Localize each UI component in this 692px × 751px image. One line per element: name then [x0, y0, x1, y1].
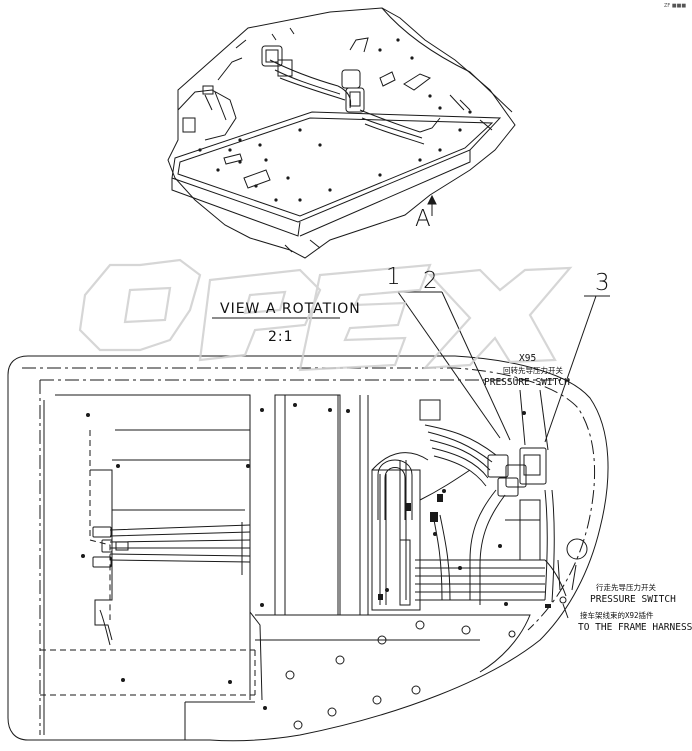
view-scale: 2:1	[268, 329, 294, 345]
callout-3: 3	[595, 270, 610, 296]
callout-1: 1	[386, 264, 401, 290]
frame-harness-label-en: TO THE FRAME HARNESS	[578, 622, 692, 633]
x95-ref: X95	[519, 353, 537, 364]
view-title: VIEW A ROTATION	[220, 301, 361, 317]
x95-label-en: PRESSURE SWITCH	[484, 377, 570, 388]
view-arrow-letter: A	[415, 206, 431, 232]
travel-switch-label-en: PRESSURE SWITCH	[590, 594, 676, 605]
corner-mark: ZF ■■■	[664, 3, 687, 9]
watermark-graphic	[78, 258, 573, 372]
isometric-view	[167, 7, 516, 259]
callout-2: 2	[423, 268, 438, 294]
travel-switch-label-cn: 行走先导压力开关	[596, 583, 656, 592]
x95-label-cn: 回转先导压力开关	[503, 366, 563, 375]
frame-harness-label-cn: 接车架线束的X92插件	[580, 611, 654, 620]
